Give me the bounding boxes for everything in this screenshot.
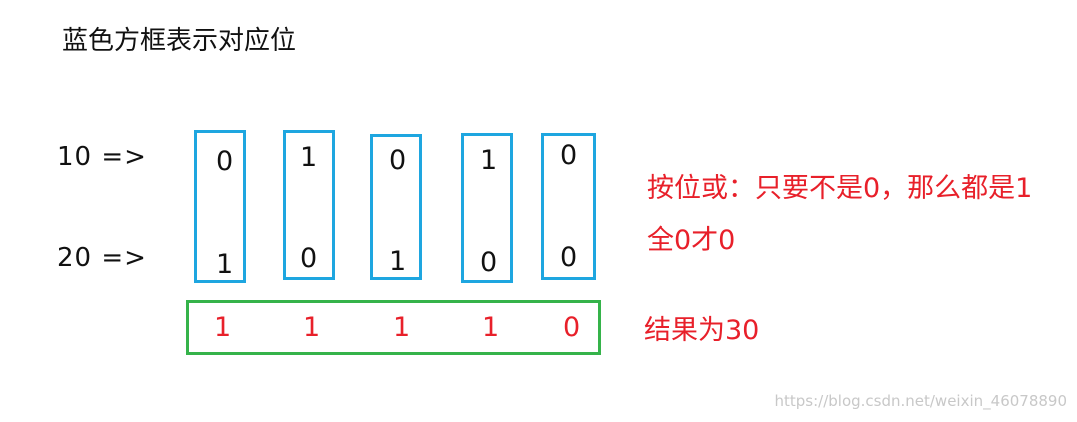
bit-column-1-bottom: 1 — [216, 249, 234, 280]
result-box — [186, 300, 601, 355]
bit-column-5-top: 0 — [560, 140, 578, 171]
row-label-10: 10 => — [57, 142, 147, 172]
bit-column-3-top: 0 — [389, 145, 407, 176]
result-bit-1: 1 — [214, 312, 232, 343]
bit-column-box-5 — [541, 133, 596, 280]
result-bit-5: 0 — [563, 312, 581, 343]
row-label-20: 20 => — [57, 243, 147, 273]
bit-column-1-top: 0 — [216, 146, 234, 177]
bit-column-box-3 — [370, 134, 422, 280]
bit-column-4-bottom: 0 — [480, 247, 498, 278]
diagram-title: 蓝色方框表示对应位 — [62, 26, 297, 56]
bit-column-4-top: 1 — [480, 145, 498, 176]
result-bit-2: 1 — [303, 312, 321, 343]
result-note: 结果为30 — [644, 315, 760, 346]
bit-column-box-1 — [194, 130, 246, 283]
rule-note-line-1: 按位或：只要不是0，那么都是1 — [647, 173, 1033, 204]
rule-note-line-2: 全0才0 — [647, 225, 736, 256]
result-bit-4: 1 — [482, 312, 500, 343]
result-bit-3: 1 — [393, 312, 411, 343]
bit-column-3-bottom: 1 — [389, 246, 407, 277]
bit-column-box-4 — [461, 133, 513, 283]
bit-column-2-bottom: 0 — [300, 243, 318, 274]
bit-column-box-2 — [283, 130, 335, 280]
watermark: https://blog.csdn.net/weixin_46078890 — [774, 392, 1067, 410]
bit-column-2-top: 1 — [300, 142, 318, 173]
bit-column-5-bottom: 0 — [560, 242, 578, 273]
